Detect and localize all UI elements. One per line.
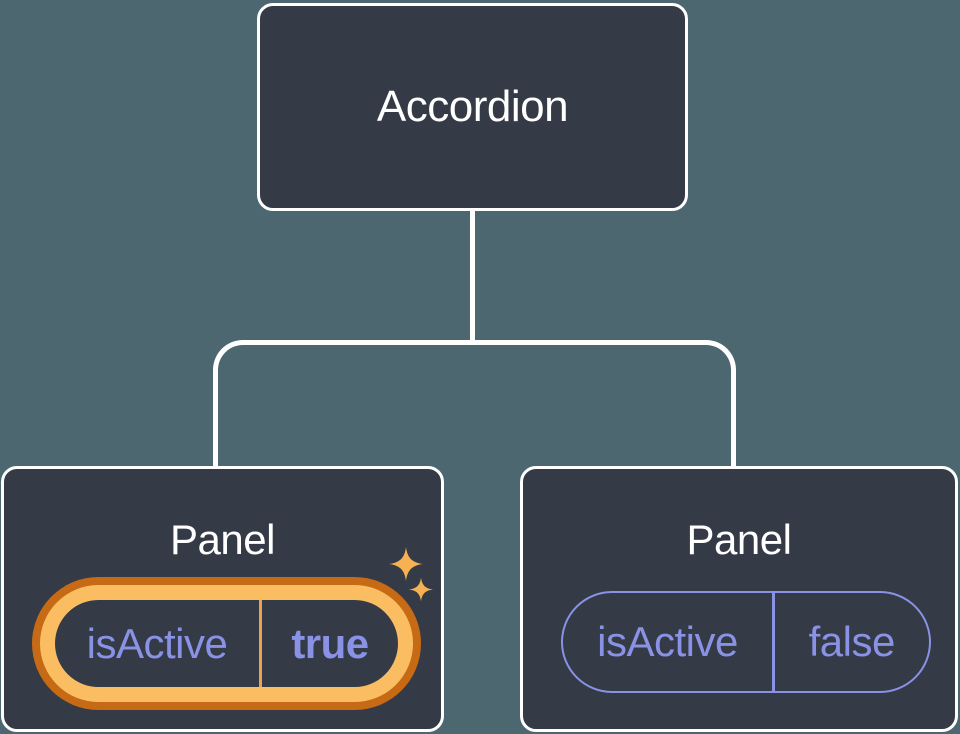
accordion-node: Accordion [257,3,688,211]
sparkle-icon-small [409,577,433,602]
sparkle-icon-large [389,547,423,581]
panel-title: Panel [170,516,275,563]
tree-connector-branch [213,340,736,470]
tree-connector-stem [470,209,475,345]
state-pill-content: isActive true [55,600,398,687]
state-pill-content: isActive false [563,593,929,691]
state-key: isActive [597,618,738,665]
state-pill-divider [772,593,775,691]
accordion-node-label: Accordion [376,82,569,131]
panel-node-active: Panel isActive true [1,466,444,732]
state-pill-divider [259,600,262,687]
state-value: false [808,618,896,665]
state-value: true [291,619,369,667]
state-pill-inactive: isActive false [561,591,931,693]
state-key: isActive [86,619,228,667]
state-pill-active: isActive true [40,585,413,702]
panel-title: Panel [686,516,792,563]
panel-node-inactive: Panel isActive false [520,466,958,732]
